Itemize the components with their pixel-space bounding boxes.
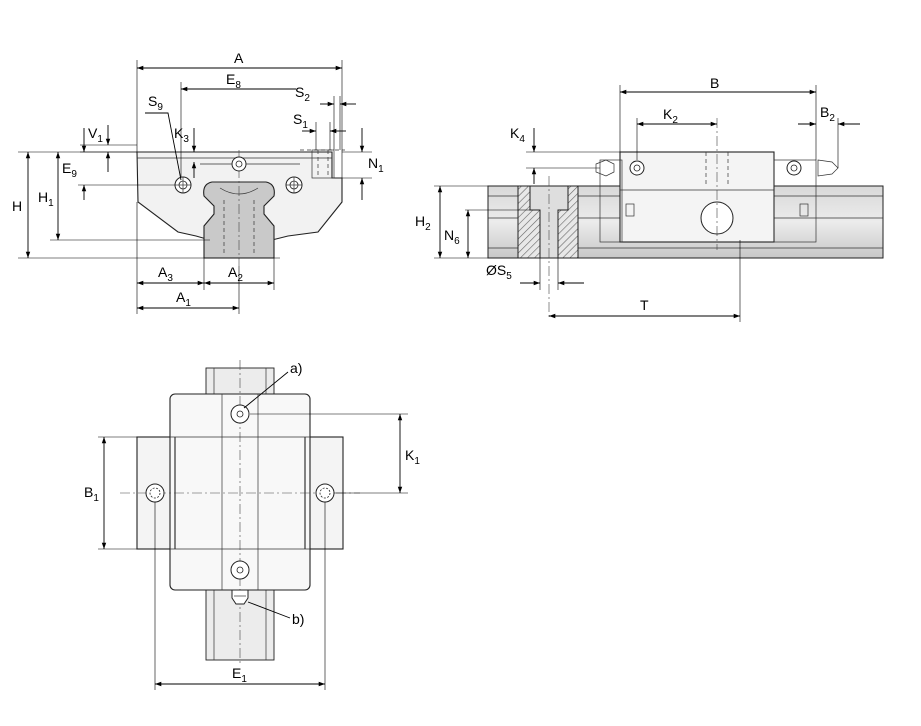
top-screw-right-icon [315,483,335,503]
dim-A-label: A [234,50,244,66]
dim-S1-label: S1 [293,111,308,131]
dim-S2-label: S2 [295,84,310,104]
leader-a-label: a) [290,360,302,376]
dim-H1-label: H1 [38,189,54,209]
front-view: A E8 S9 K3 V1 E9 H H1 S2 [12,50,384,314]
dim-B2-label: B2 [820,104,835,124]
dim-H2-label: H2 [415,213,431,233]
front-screw-left-icon [174,176,192,194]
dim-B-label: B [710,75,719,91]
dim-A1-label: A1 [176,289,191,309]
side-lube-right-icon [786,159,839,177]
side-lube-left-icon [595,159,645,177]
dim-N1-label: N1 [368,155,384,175]
dim-S9-label: S9 [148,93,163,113]
dim-E1-label: E1 [232,665,247,685]
dim-A2-label: A2 [228,264,243,284]
side-view: B K2 B2 K4 H2 N6 ØS5 T [415,75,884,322]
dim-T-label: T [640,297,649,313]
dim-K3-label: K3 [174,125,189,145]
dim-V1-label: V1 [88,125,103,145]
dim-S5-label: ØS5 [486,262,512,282]
top-lube-nipple-icon [231,589,249,605]
top-view: a) b) K1 B1 E1 [84,360,420,690]
dim-E9-label: E9 [62,160,77,180]
leader-b-label: b) [292,611,304,627]
top-hole-bottom-icon [230,560,250,580]
dim-N6-label: N6 [444,227,460,247]
front-screw-right-icon [285,176,303,194]
top-hole-a-icon [230,404,250,424]
dim-K2-label: K2 [663,106,678,126]
dim-B1-label: B1 [84,484,99,504]
dim-A3-label: A3 [158,264,173,284]
dim-E8-label: E8 [226,71,241,91]
front-lube-nipple-icon [200,156,300,172]
dim-K1-label: K1 [405,447,420,467]
top-screw-left-icon [145,483,165,503]
dim-H-label: H [12,198,22,214]
dim-K4-label: K4 [510,125,525,145]
